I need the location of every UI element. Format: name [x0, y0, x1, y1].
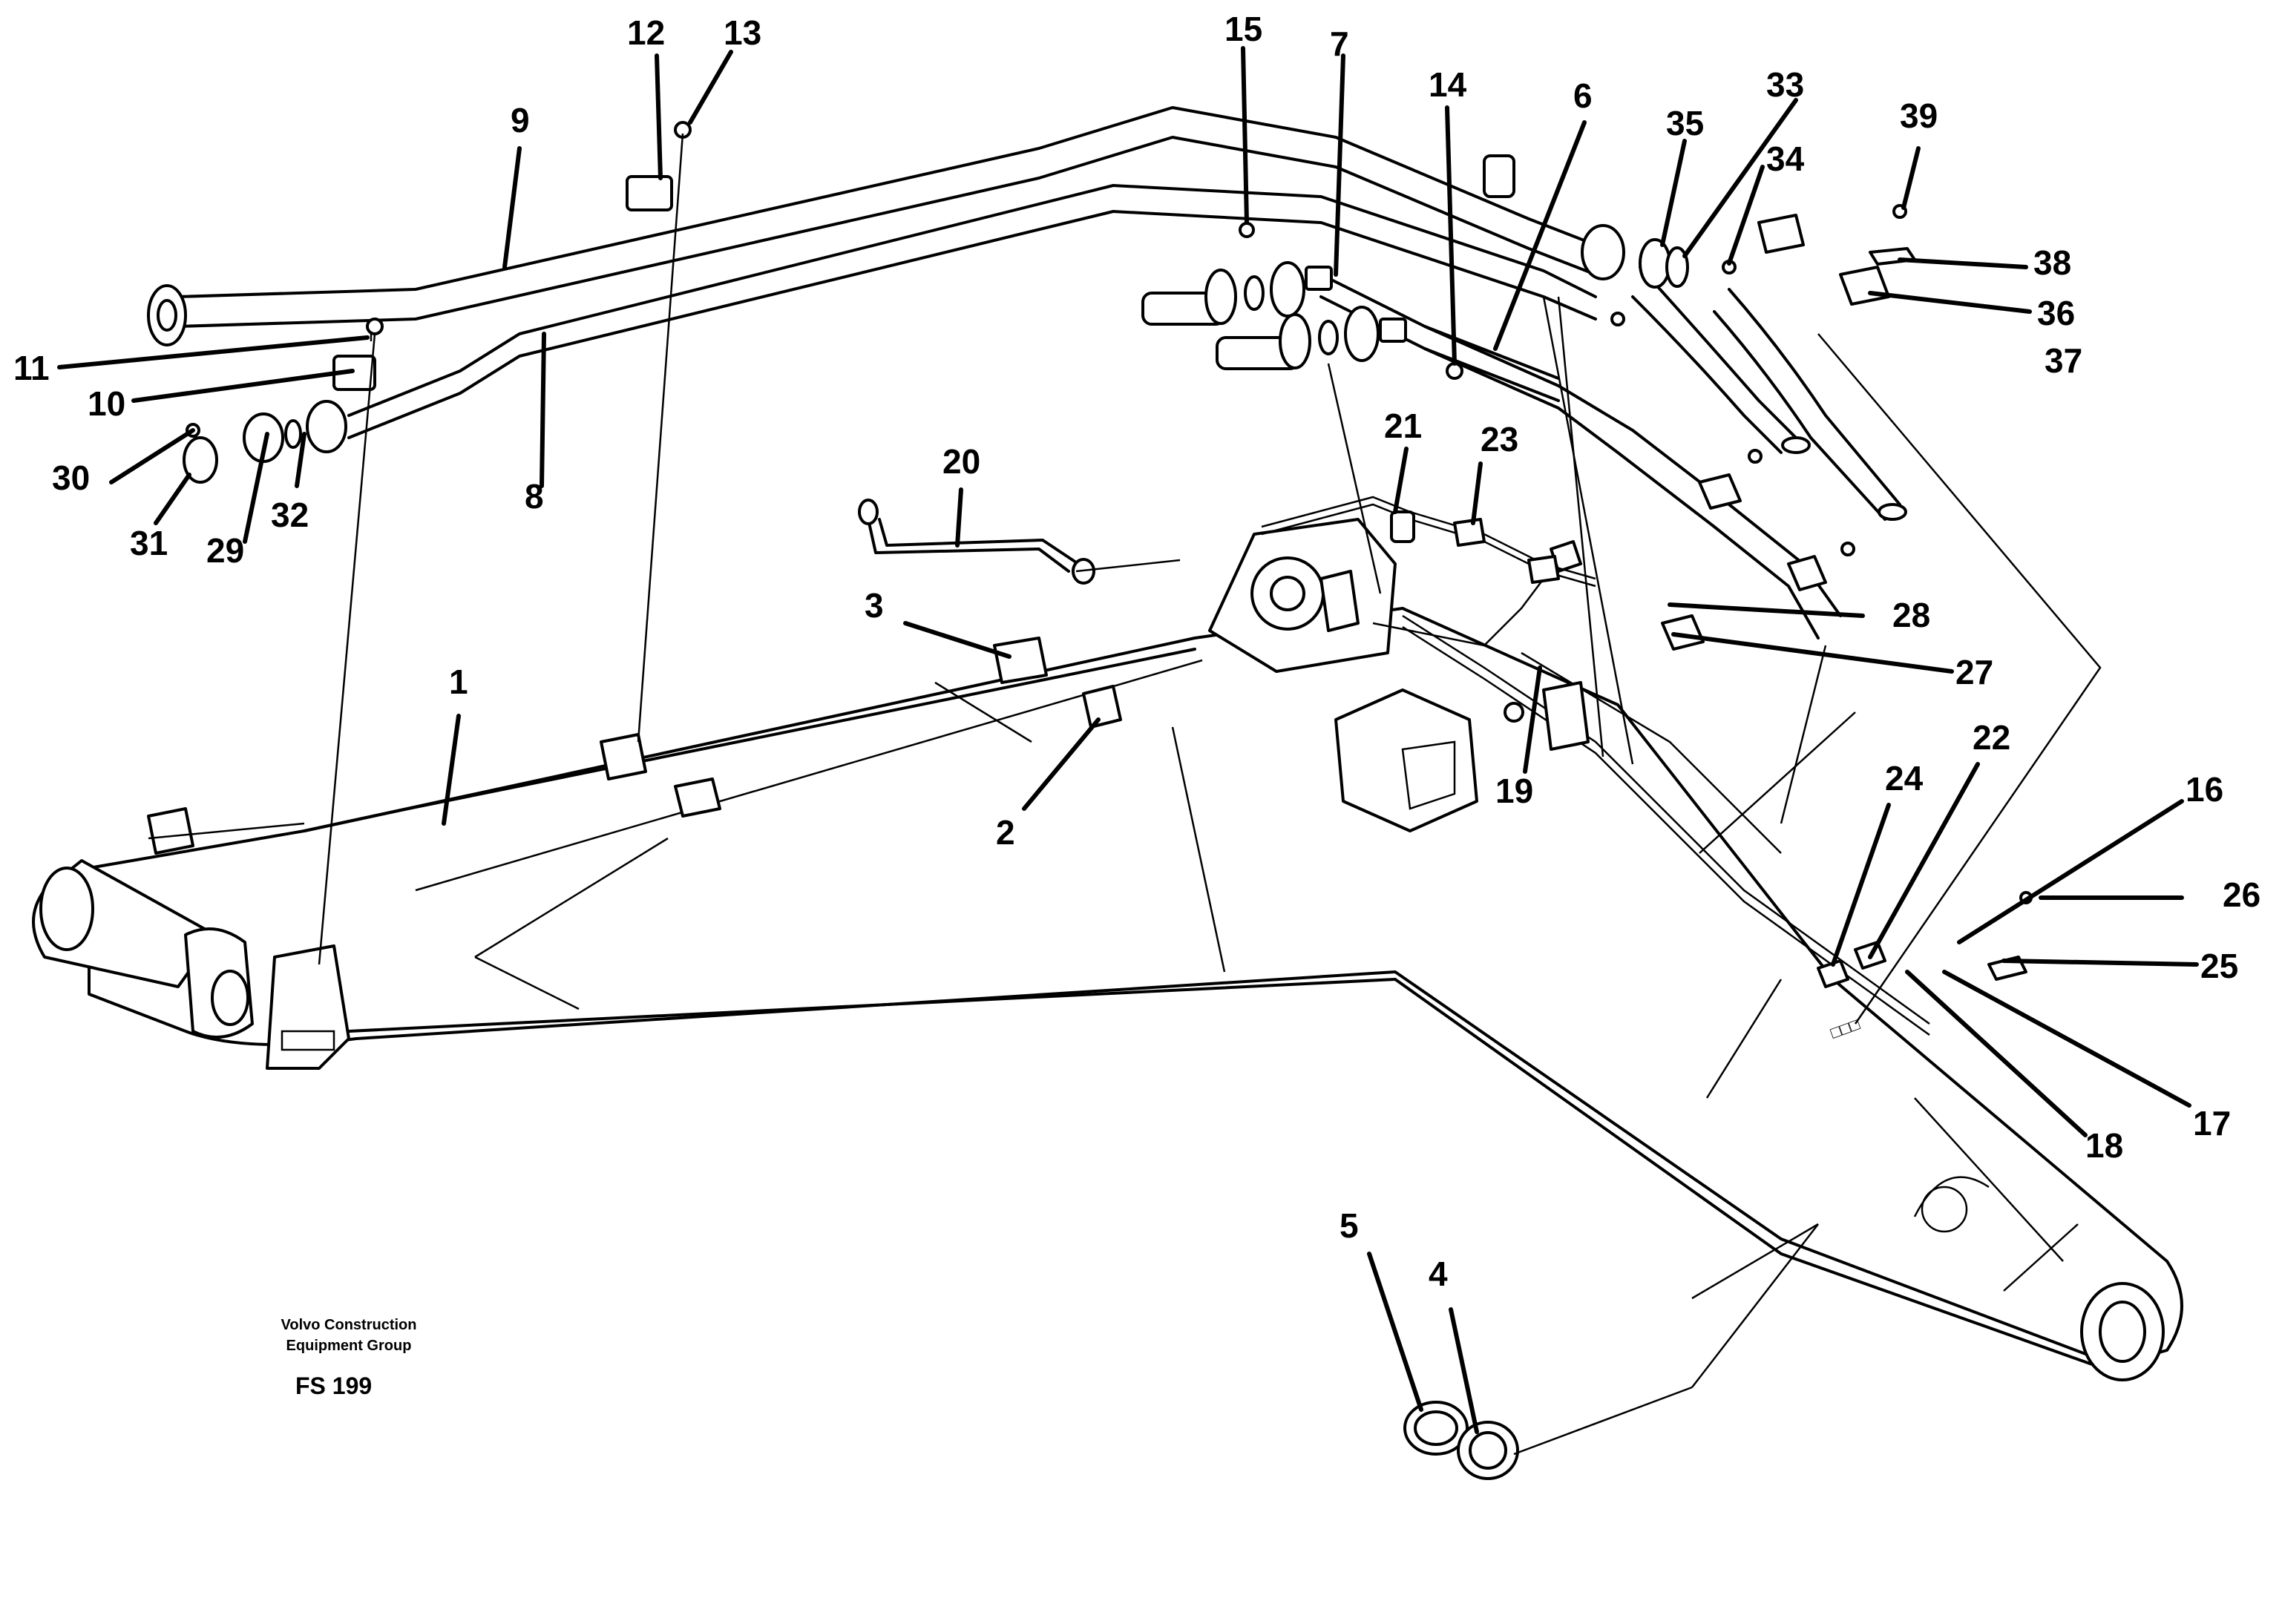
callout-7: 7	[1330, 24, 1349, 63]
company-name-line1: Volvo Construction	[281, 1317, 417, 1333]
hydraulic-pipe-9	[147, 106, 1597, 346]
callout-18: 18	[2085, 1126, 2123, 1165]
callout-13: 13	[724, 13, 761, 52]
callout-35: 35	[1666, 104, 1704, 142]
callout-6: 6	[1573, 76, 1593, 115]
callout-2: 2	[996, 813, 1015, 852]
callout-33: 33	[1766, 65, 1804, 104]
callout-25: 25	[2200, 947, 2238, 985]
callout-36: 36	[2037, 294, 2075, 332]
callout-37: 37	[2045, 341, 2082, 380]
callout-8: 8	[525, 477, 544, 516]
callout-3: 3	[865, 586, 884, 625]
callout-14: 14	[1429, 65, 1467, 104]
callout-12: 12	[627, 13, 665, 52]
callout-30: 30	[52, 458, 90, 497]
callout-31: 31	[130, 524, 168, 562]
hoses-21-23	[1261, 496, 1596, 751]
callout-15: 15	[1224, 10, 1262, 48]
hose-20	[858, 499, 1095, 585]
callout-38: 38	[2033, 243, 2071, 282]
callout-39: 39	[1900, 96, 1938, 135]
company-caption: Volvo Construction Equipment Group	[245, 1315, 453, 1356]
callout-5: 5	[1340, 1206, 1359, 1245]
callout-10: 10	[88, 384, 125, 423]
callout-34: 34	[1766, 139, 1805, 178]
flange-parts-left	[183, 121, 692, 484]
bushing-5	[1403, 1401, 1469, 1456]
hydraulic-pipe-8	[347, 184, 1597, 439]
callout-32: 32	[271, 496, 309, 534]
return-hoses	[1631, 266, 1907, 521]
callout-16: 16	[2186, 770, 2223, 809]
callout-29: 29	[206, 531, 244, 570]
company-name-line2: Equipment Group	[286, 1338, 412, 1354]
boom-body: □□□	[32, 518, 2183, 1381]
cylinder-connectors	[1141, 154, 1916, 380]
assembly-lines	[318, 133, 2102, 1388]
callout-17: 17	[2193, 1104, 2231, 1143]
callout-23: 23	[1481, 420, 1518, 458]
bushing-4	[1457, 1386, 1693, 1480]
callout-27: 27	[1955, 653, 1993, 691]
callout-21: 21	[1384, 407, 1422, 445]
svg-text:□□□: □□□	[1828, 1015, 1862, 1042]
callout-24: 24	[1885, 759, 1924, 798]
callout-28: 28	[1892, 596, 1930, 634]
callout-26: 26	[2223, 875, 2260, 914]
callout-22: 22	[1973, 718, 2010, 757]
callout-9: 9	[511, 101, 530, 139]
callout-1: 1	[449, 663, 468, 701]
callout-20: 20	[942, 442, 980, 481]
callout-11: 11	[13, 349, 50, 387]
callout-labels: 1 2 3 4 5 6 7 8 9 10 11 12 13 14 15 16 1…	[13, 10, 2260, 1293]
leader-lines	[57, 46, 2199, 1434]
callout-4: 4	[1429, 1255, 1448, 1293]
figure-code: FS 199	[295, 1372, 373, 1399]
callout-19: 19	[1495, 772, 1533, 810]
